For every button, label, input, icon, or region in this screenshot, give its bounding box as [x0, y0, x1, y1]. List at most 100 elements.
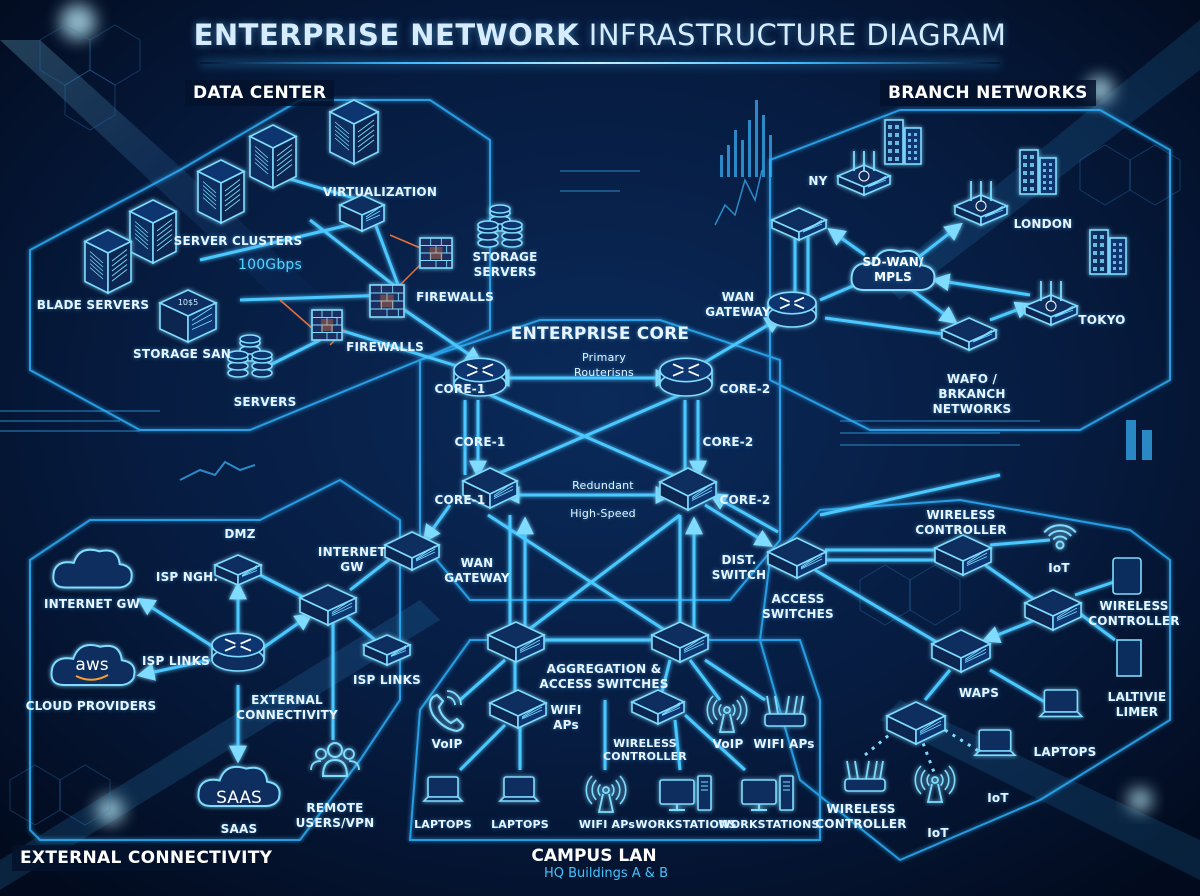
firewall-icon-bottom: [311, 309, 343, 341]
firewall-icon-mid: [369, 284, 405, 318]
isp-links-switch-icon: [361, 634, 413, 667]
voip-antenna-icon: [706, 695, 748, 733]
line-chart-decor-2: [714, 169, 763, 226]
link-internetgw-fw: [349, 553, 396, 592]
label-workstations-2: WORKSTATIONS: [718, 818, 820, 831]
link-wlc-iot: [989, 538, 1051, 547]
workstation-icon-2: [741, 775, 794, 811]
label-high-speed: High-Speed: [570, 507, 636, 520]
section-enterprise-core: ENTERPRISE CORE: [510, 324, 690, 344]
link-sw2-agg1: [514, 513, 681, 642]
wifi-ap-antenna-icon: [585, 775, 627, 813]
wifi-ap-router-icon: [764, 695, 806, 727]
label-cloud-providers: CLOUD PROVIDERS: [25, 699, 157, 713]
label-wifi-aps-antenna: WIFI APs: [578, 818, 636, 831]
section-branch-networks: BRANCH NETWORKS: [880, 80, 1096, 106]
storage-san-icon: [158, 289, 218, 344]
wifi-ap-switch-icon: [488, 689, 548, 730]
label-core1-mid: CORE-1: [454, 435, 506, 449]
laptop-icon-2: [498, 776, 540, 802]
label-voip-left: VoIP: [431, 737, 463, 751]
wireless-ap-hub-icon: [885, 701, 947, 746]
virtualization-switch-icon: [338, 194, 386, 233]
link-fw-isp: [344, 613, 376, 642]
label-saas: SAAS: [220, 822, 258, 836]
server-cluster-icon-2: [196, 159, 246, 225]
voip-phone-icon: [429, 690, 465, 733]
aws-cloud-icon: [50, 643, 136, 686]
label-london: LONDON: [1013, 217, 1073, 231]
label-servers: SERVERS: [233, 395, 297, 409]
internet-cloud-icon: [52, 548, 133, 589]
label-sdwan-mpls: SD-WAN/ MPLS: [862, 255, 924, 284]
core1-switch-icon: [461, 467, 519, 510]
label-internet-gw-cloud: INTERNET GW: [43, 597, 141, 611]
label-core1-switch: CORE-1: [434, 493, 486, 507]
iot-wifi-icon: [1043, 524, 1077, 550]
data-dots: [0, 170, 1040, 446]
waps-switch-icon: [930, 629, 992, 674]
link-wlc-ctrl2: [984, 563, 1036, 602]
external-firewall-appliance-icon: [298, 584, 358, 627]
link-wangw-sdwan: [819, 283, 856, 302]
internet-gw-switch-icon: [383, 531, 441, 572]
servers-icon: [227, 334, 273, 378]
label-aggregation-access: AGGREGATION & ACCESS SWITCHES: [539, 662, 669, 691]
london-branch-router-icon: [952, 181, 1010, 227]
link-sdwan-london: [914, 222, 963, 262]
link-dmz-fw: [259, 573, 306, 600]
tokyo-branch-router-icon: [1022, 281, 1080, 327]
label-external-connectivity-node: EXTERNAL CONNECTIVITY: [236, 693, 338, 722]
title-bold: ENTERPRISE NETWORK: [193, 18, 580, 52]
label-virtualization: VIRTUALIZATION: [322, 185, 438, 199]
label-voip-right: VoIP: [712, 737, 744, 751]
title-light: INFRASTRUCTURE DIAGRAM: [588, 18, 1007, 52]
storage-san-badge: 10$5: [178, 298, 198, 307]
label-workstations-1: WORKSTATIONS: [635, 818, 737, 831]
ny-branch-router-icon: [835, 151, 893, 197]
link-router-aws: [136, 658, 211, 681]
label-iot-top: IoT: [1048, 561, 1070, 575]
external-zone: [29, 478, 401, 841]
label-dmz: DMZ: [224, 527, 256, 541]
label-core2-router: CORE-2: [719, 382, 771, 396]
link-fw-core1: [389, 298, 483, 365]
label-internet-gw-node: INTERNET GW: [317, 545, 387, 574]
wireless-controller-top-icon: [933, 534, 993, 577]
label-iot-bottom: IoT: [927, 826, 949, 840]
label-external-wan-gateway: WAN GATEWAY: [444, 556, 510, 585]
label-core2-switch: CORE-2: [719, 493, 771, 507]
core-zone: [419, 319, 781, 601]
server-cluster-icon-3: [128, 199, 178, 265]
wireless-dotted-links: [864, 728, 986, 776]
label-remote-users-vpn: REMOTE USERS/VPN: [295, 801, 375, 830]
campus-wireless-controller-icon: [630, 689, 686, 726]
section-campus-lan-subtitle: HQ Buildings A & B: [544, 866, 668, 881]
label-laptops-wireless: LAPTOPS: [1033, 745, 1097, 759]
label-storage-san: STORAGE SAN: [133, 347, 231, 361]
label-wireless-controller-right: WIRELESS CONTROLLER: [1088, 599, 1180, 628]
laptop-icon-1: [422, 776, 464, 802]
label-laltivie-limer: LALTIVIE LIMER: [1107, 690, 1167, 719]
dist-access-switch-icon: [766, 537, 828, 580]
label-tokyo: TOKYO: [1078, 313, 1126, 327]
link-router-fw: [259, 612, 313, 652]
label-link-speed: 100Gbps: [237, 257, 303, 273]
line-chart-decor: [179, 460, 256, 481]
link-wangw-wafo: [824, 316, 951, 337]
label-dist-switch: DIST. SWITCH: [711, 553, 767, 582]
link-wafo-tokyo: [989, 301, 1034, 322]
building-icon-ny: [884, 119, 922, 165]
firewall-icon-top: [419, 237, 453, 269]
campus-zone: [408, 639, 821, 841]
label-isp-links-left: ISP LINKS: [142, 654, 210, 668]
isp-router-icon: [211, 632, 265, 672]
ny-gateway-switch-icon: [770, 207, 828, 242]
wafo-branch-router-icon: [940, 317, 998, 352]
branch-wan-gateway-router-icon: [767, 291, 817, 328]
virtualization-server-icon: [328, 99, 380, 166]
label-iot-mid: IoT: [987, 791, 1009, 805]
core1-router-icon: [453, 357, 507, 397]
